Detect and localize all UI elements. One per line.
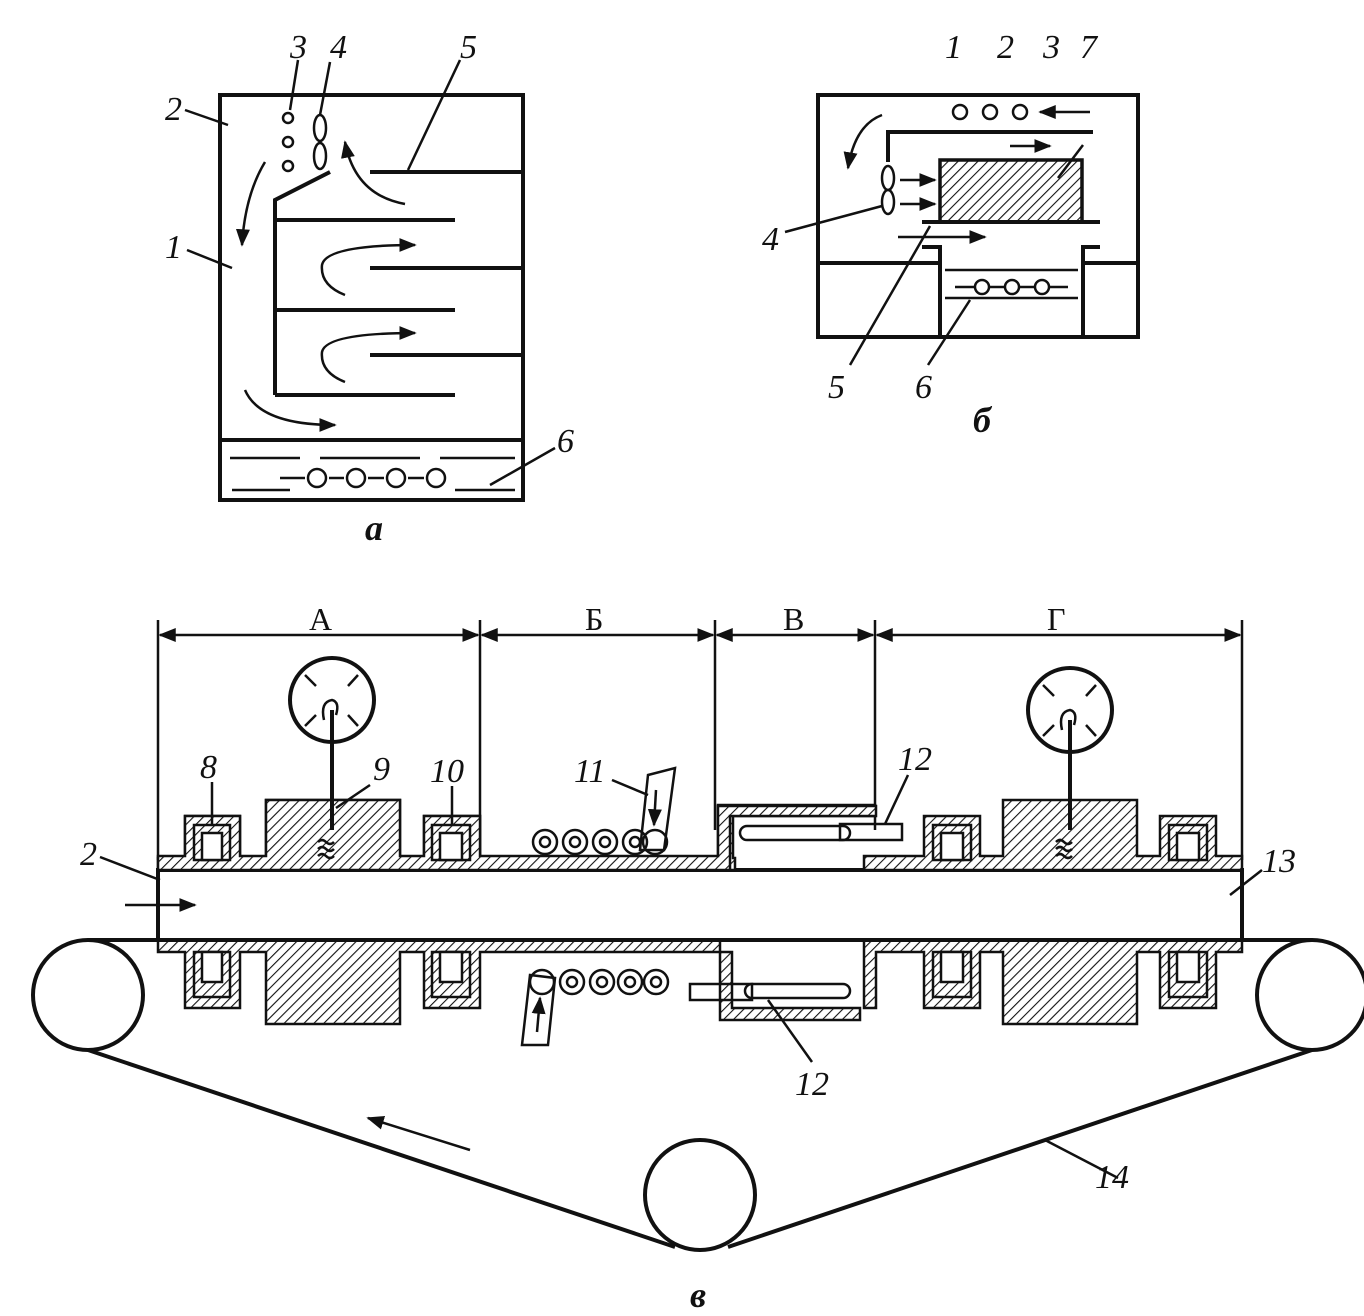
heater-rods-b	[955, 278, 1068, 296]
label-b-4: 4	[762, 221, 779, 258]
label-v-12-bottom: 12	[795, 1066, 829, 1103]
label-a-1: 1	[165, 229, 182, 266]
product-block	[938, 158, 1084, 224]
muffle-tube	[156, 868, 1244, 942]
caption-v: в	[690, 1275, 706, 1315]
fan-icon-b	[880, 164, 896, 216]
label-v-10: 10	[430, 753, 464, 790]
section-G: Г	[1047, 601, 1066, 637]
label-a-6: 6	[557, 423, 574, 460]
conveyor-belt	[31, 938, 1364, 1252]
heater-element-a	[281, 111, 295, 125]
label-b-2: 2	[997, 29, 1014, 66]
nozzle-bottom	[520, 973, 557, 1047]
bottom-casing	[156, 938, 862, 1026]
label-b-6: 6	[915, 369, 932, 406]
panel-v: А Б В Г	[31, 601, 1364, 1315]
label-a-2: 2	[165, 91, 182, 128]
label-a-5: 5	[460, 29, 477, 66]
label-v-12-top: 12	[898, 741, 932, 778]
roller-set-bottom	[528, 968, 670, 996]
label-v-13: 13	[1262, 843, 1296, 880]
label-v-8: 8	[200, 749, 217, 786]
label-v-14: 14	[1095, 1159, 1129, 1196]
label-b-1: 1	[945, 29, 962, 66]
nozzle-top	[638, 766, 677, 852]
fan-motor-icon-right	[1026, 666, 1114, 860]
label-v-9: 9	[373, 751, 390, 788]
panel-a: 2 1 3 4 5 6 а	[165, 29, 574, 548]
fan-icon	[312, 113, 328, 171]
heater-tube-bottom	[688, 982, 852, 1002]
caption-b: б	[973, 400, 993, 440]
label-b-5: 5	[828, 369, 845, 406]
caption-a: а	[365, 508, 383, 548]
panel-b: 1 2 3 7 4 5 6 б	[762, 29, 1140, 440]
label-v-11: 11	[574, 753, 605, 790]
heater-rods-a	[280, 467, 447, 489]
label-a-4: 4	[330, 29, 347, 66]
seal-boxes-top	[192, 823, 1209, 862]
label-a-3: 3	[289, 29, 307, 66]
label-v-2: 2	[80, 836, 97, 873]
fan-motor-icon-left	[288, 656, 376, 860]
label-b-3: 3	[1042, 29, 1060, 66]
roller-set-top	[531, 828, 669, 856]
seal-boxes-bottom	[192, 950, 1209, 999]
bath-lines-a	[230, 456, 515, 492]
section-V: В	[783, 601, 804, 637]
section-dimensions	[156, 620, 1244, 860]
section-B: Б	[585, 601, 603, 637]
label-b-7: 7	[1080, 29, 1099, 66]
heater-tube-top	[738, 822, 904, 842]
section-A: А	[309, 601, 332, 637]
